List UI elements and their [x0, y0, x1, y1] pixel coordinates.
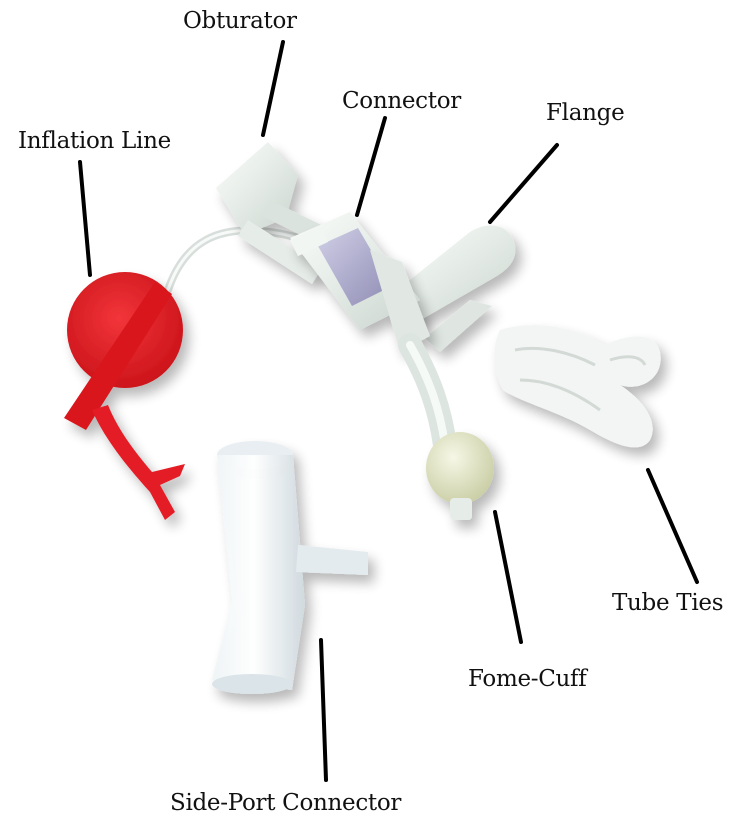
tube-ties-label: Tube Ties — [612, 590, 723, 616]
side-port-connector-label: Side-Port Connector — [170, 790, 401, 816]
fome-cuff-label: Fome-Cuff — [468, 666, 586, 692]
flange-label: Flange — [546, 100, 624, 126]
connector-label: Connector — [342, 88, 461, 114]
inflation-line-label: Inflation Line — [18, 128, 171, 154]
obturator-label: Obturator — [183, 8, 297, 34]
